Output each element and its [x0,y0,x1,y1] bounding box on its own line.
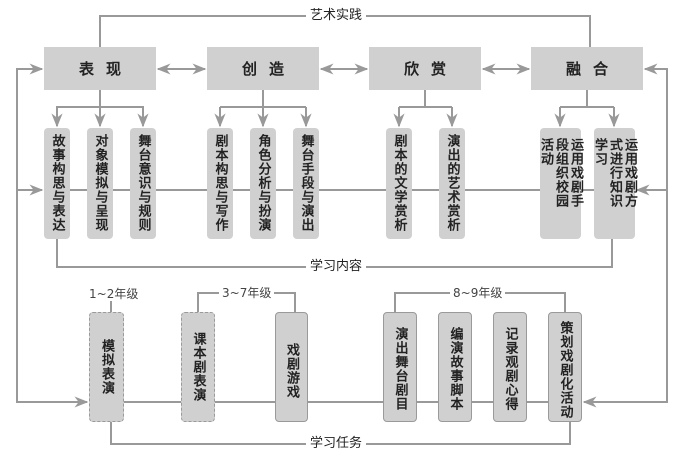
task-item: 演出舞台剧目 [383,312,417,422]
category-xinshang: 欣赏 [369,47,481,90]
content-item: 演出的艺术赏析 [439,128,465,239]
learning-content-label: 学习内容 [306,259,367,275]
category-ronghe: 融合 [531,47,643,90]
content-item: 对象模拟与呈现 [87,128,113,239]
grade-label-8-9: 8~9年级 [450,286,506,300]
content-item: 运用戏剧手段组织校园活动 [538,128,583,239]
content-item: 舞台意识与规则 [130,128,156,239]
task-item: 记录观剧心得 [493,312,527,422]
content-item: 角色分析与扮演 [250,128,276,239]
category-biaoxian: 表现 [44,47,156,90]
task-item: 戏剧游戏 [275,312,308,422]
content-item: 故事构思与表达 [44,128,70,239]
content-item: 剧本构思与写作 [207,128,233,239]
grade-label-3-7: 3~7年级 [219,286,275,300]
content-item: 运用戏剧方式进行知识学习 [592,128,637,239]
category-chuangzao: 创造 [207,47,319,90]
task-item: 课本剧表演 [181,312,215,422]
task-item: 策划戏剧化活动 [548,312,582,422]
task-item: 模拟表演 [89,312,124,422]
grade-label-1-2: 1~2年级 [86,287,142,301]
learning-tasks-label: 学习任务 [306,436,367,452]
task-item: 编演故事脚本 [438,312,472,422]
content-item: 舞台手段与演出 [293,128,319,239]
content-item: 剧本的文学赏析 [386,128,412,239]
art-practice-label: 艺术实践 [306,8,367,24]
